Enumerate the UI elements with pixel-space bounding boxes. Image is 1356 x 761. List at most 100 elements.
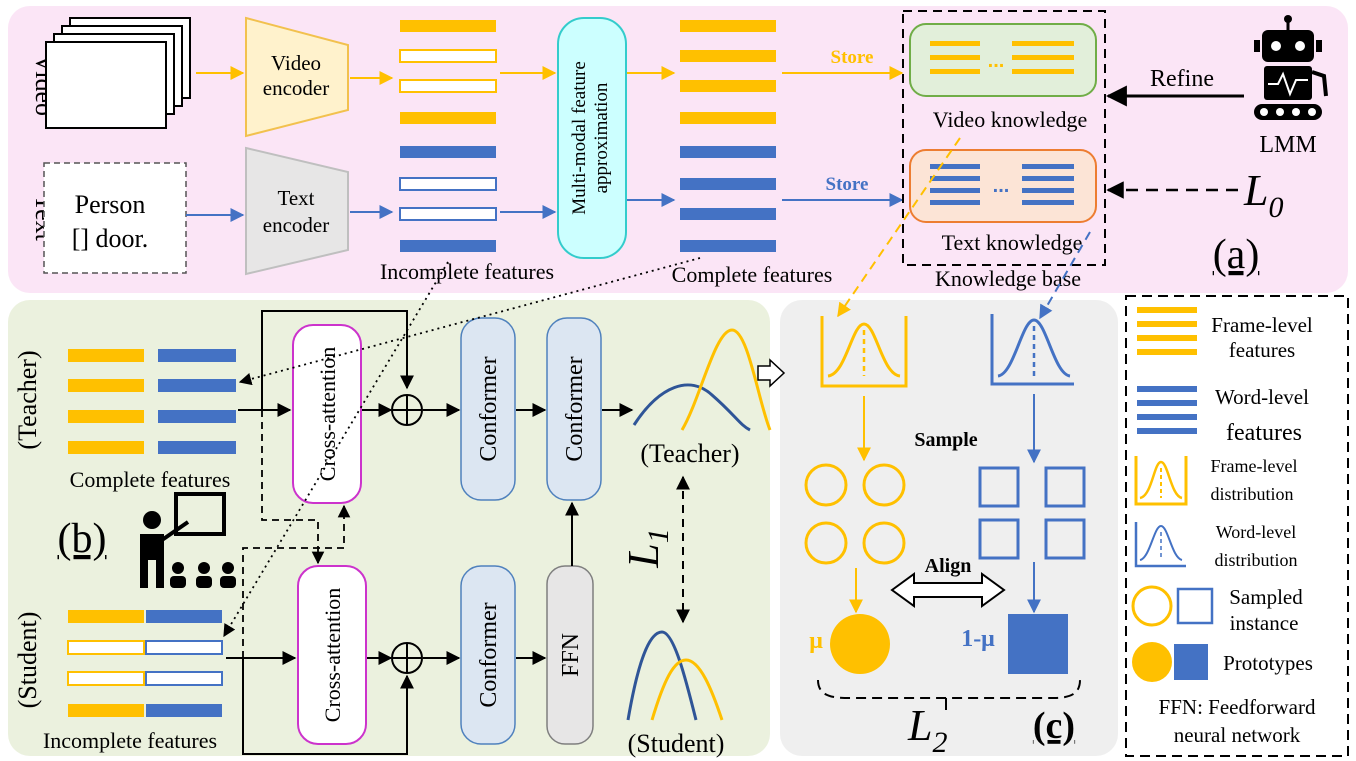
frame-sampled-instances xyxy=(804,463,906,565)
video-encoder-label-1: Video xyxy=(271,51,321,75)
store-text-label: Store xyxy=(826,174,869,195)
student-side-label: (Student) xyxy=(13,612,42,709)
mu-label: μ xyxy=(809,628,823,654)
student-distribution-curves xyxy=(626,630,724,721)
incomplete-features-label-a: Incomplete features xyxy=(380,259,554,284)
word-sampled-instances xyxy=(978,466,1086,560)
student-conformer xyxy=(460,565,516,745)
l2-subscript: 2 xyxy=(932,726,947,759)
student-cross-attention-label: Cross-attention xyxy=(320,588,345,722)
knowledge-base-label: Knowledge base xyxy=(935,266,1081,291)
panel-a-background xyxy=(8,6,1348,293)
student-residual-path xyxy=(242,658,414,755)
student-cross-attention-block xyxy=(297,565,367,745)
store-video-label: Store xyxy=(831,47,874,68)
l1-subscript: 1 xyxy=(642,528,675,543)
teacher-residual-path xyxy=(261,310,414,410)
teacher-cross-attention-block xyxy=(292,324,362,504)
teacher-icon xyxy=(140,492,236,588)
text-knowledge-to-dist-dashed xyxy=(1039,231,1091,320)
refine-label: Refine xyxy=(1150,66,1214,92)
text-encoder-label-2: encoder xyxy=(263,213,329,237)
legend-word-distribution-1: Word-level xyxy=(1216,522,1297,542)
legend-ffn-1: FFN: Feedforward xyxy=(1159,695,1316,719)
teacher-conformer-1-label: Conformer xyxy=(476,356,502,461)
panel-a-label: (a) xyxy=(1213,232,1260,278)
mmfa-label-1: Multi-modal feature xyxy=(569,61,590,215)
panel-b-label: (b) xyxy=(58,516,107,562)
legend-sampled-2: instance xyxy=(1230,611,1299,635)
video-knowledge-to-dist-dashed xyxy=(837,137,961,318)
student-features-grid xyxy=(67,610,223,717)
svg-text:...: ... xyxy=(993,175,1010,197)
teacher-to-student-ca-dashed xyxy=(261,410,325,565)
student-add-icon xyxy=(391,642,423,674)
teacher-conformer-2 xyxy=(546,317,602,501)
l1-label: L1 xyxy=(619,528,675,568)
incomplete-to-student-dotted xyxy=(223,261,449,638)
one-minus-mu-label: 1-μ xyxy=(961,626,995,652)
mmfa-block xyxy=(557,17,627,259)
complete-features-label-b: Complete features xyxy=(70,467,231,492)
legend-sampled-instance-icon xyxy=(1131,585,1214,627)
text-encoder-label-1: Text xyxy=(277,186,314,210)
complete-to-teacher-dotted xyxy=(238,257,701,386)
panel-c-background xyxy=(780,300,1118,756)
legend-box xyxy=(1125,295,1349,757)
ffn-block xyxy=(546,565,594,745)
video-knowledge-label: Video knowledge xyxy=(933,107,1087,132)
legend-word-features-2: features xyxy=(1226,420,1302,446)
legend-frame-features-1: Frame-level xyxy=(1211,313,1313,337)
frame-prototype xyxy=(830,614,890,674)
teacher-side-label: (Teacher) xyxy=(13,350,42,449)
frame-level-distribution-icon xyxy=(820,316,908,388)
legend-word-distribution-icon xyxy=(1134,522,1186,568)
sample-label: Sample xyxy=(914,429,977,451)
incomplete-features-label-b: Incomplete features xyxy=(43,728,217,753)
legend-word-features-1: Word-level xyxy=(1215,385,1309,409)
teacher-conformer-2-label: Conformer xyxy=(562,356,588,461)
knowledge-base-box xyxy=(902,10,1106,266)
legend-frame-features-2: features xyxy=(1229,338,1295,362)
teacher-features-grid xyxy=(68,349,236,454)
panel-b-background xyxy=(8,300,770,756)
video-encoder-label-2: encoder xyxy=(263,76,329,100)
robot-icon xyxy=(1254,15,1328,120)
video-frames-icon xyxy=(45,17,191,129)
teacher-conformer-1 xyxy=(460,317,516,501)
incomplete-features-stack xyxy=(399,20,497,252)
legend-frame-distribution-1: Frame-level xyxy=(1211,456,1298,476)
text-input-line-2: [] door. xyxy=(72,224,149,253)
complete-features-label-a: Complete features xyxy=(672,262,833,287)
legend-prototypes: Prototypes xyxy=(1223,651,1313,675)
legend-ffn-2: neural network xyxy=(1174,723,1301,747)
word-level-distribution-icon xyxy=(990,314,1074,386)
teacher-distribution-curves xyxy=(632,328,772,432)
l0-subscript: 0 xyxy=(1268,191,1283,224)
complete-features-stack xyxy=(680,20,776,252)
video-knowledge-bars: ... xyxy=(930,41,1074,74)
lmm-label: LMM xyxy=(1259,132,1316,158)
panel-c-label: (c) xyxy=(1033,705,1075,747)
legend-word-features-icon xyxy=(1137,386,1197,434)
text-input-line-1: Person xyxy=(75,190,146,219)
b-to-c-hollow-arrow xyxy=(757,358,786,388)
student-conformer-label: Conformer xyxy=(476,602,502,707)
l2-label: L2 xyxy=(907,701,947,759)
student-distribution-label: (Student) xyxy=(628,729,725,758)
mmfa-label-2: approximation xyxy=(591,82,612,193)
legend-frame-features-icon xyxy=(1137,307,1197,355)
legend-sampled-1: Sampled xyxy=(1229,585,1303,609)
video-encoder-block xyxy=(245,16,349,138)
legend-word-distribution-2: distribution xyxy=(1214,550,1297,570)
teacher-add-icon xyxy=(391,394,423,426)
align-double-arrow xyxy=(890,572,1006,608)
ffn-label: FFN xyxy=(558,633,584,677)
l0-label: L0 xyxy=(1243,166,1283,224)
teacher-cross-attention-label: Cross-attention xyxy=(315,347,340,481)
text-knowledge-label: Text knowledge xyxy=(942,230,1083,255)
svg-text:...: ... xyxy=(988,50,1005,72)
legend-frame-distribution-2: distribution xyxy=(1210,484,1293,504)
word-prototype xyxy=(1008,614,1068,674)
